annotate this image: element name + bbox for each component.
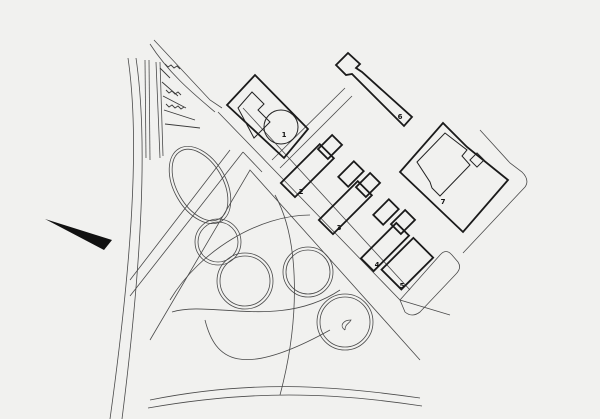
building-7: 7 (398, 121, 510, 234)
building-label-6: 6 (398, 113, 403, 121)
building-6: 6 (334, 51, 414, 128)
building-1: 1 (225, 73, 310, 160)
north-arrow-icon (45, 219, 112, 250)
building-label-4: 4 (375, 261, 380, 269)
building-4: 4 (359, 197, 417, 273)
building-label-7: 7 (441, 198, 446, 206)
park-circles (147, 145, 423, 409)
building-label-1: 1 (282, 131, 287, 139)
building-label-5: 5 (400, 282, 405, 290)
building-5: 5 (380, 236, 435, 291)
parking-stalls (159, 63, 201, 129)
western-road (109, 39, 223, 419)
courtyards (271, 87, 528, 316)
building-label-2: 2 (299, 188, 304, 196)
building-label-3: 3 (337, 224, 342, 232)
building-3: 3 (317, 159, 382, 236)
building-2: 2 (279, 133, 344, 199)
